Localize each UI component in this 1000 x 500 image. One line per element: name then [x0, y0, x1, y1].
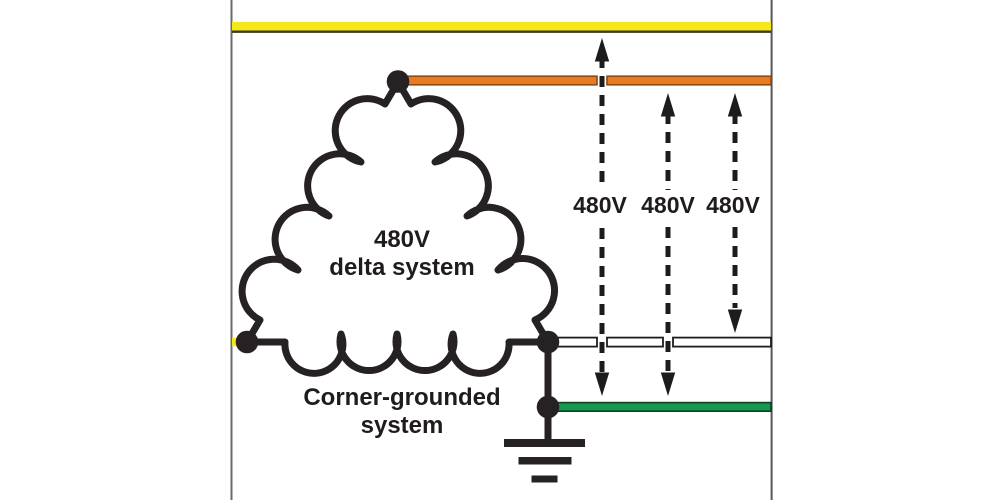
neutral-segment-3: [672, 336, 772, 348]
yellow-phase-underline: [232, 30, 771, 33]
corner-grounded-label-line1: Corner-grounded: [303, 384, 501, 411]
delta-system-label-line1: 480V: [373, 226, 431, 253]
arrowhead-down-3: [727, 309, 743, 333]
green-phase-line: [551, 401, 772, 413]
orange-phase-segment-left: [407, 75, 598, 86]
corner-grounded-label: Corner-grounded system: [282, 384, 522, 440]
voltage-label-3: 480V: [704, 190, 762, 220]
arrowhead-down-2: [660, 372, 676, 396]
orange-phase-line: [407, 75, 772, 86]
connection-nodes: [235, 70, 560, 419]
left-border: [230, 0, 233, 500]
arrowhead-up-3: [727, 93, 743, 117]
ground-bar-3: [531, 475, 558, 483]
arrowhead-up-2: [660, 93, 676, 117]
neutral-segment-2: [606, 336, 664, 348]
node-bottom-right: [536, 330, 560, 354]
orange-phase-segment-right: [606, 75, 772, 86]
node-ground-tap: [536, 395, 560, 419]
right-border: [770, 0, 773, 500]
ground-bar-2: [518, 457, 572, 465]
delta-system-label: 480V delta system: [302, 226, 502, 282]
voltage-arrowheads: [594, 38, 743, 396]
voltage-label-2: 480V: [639, 190, 697, 220]
delta-winding: [238, 78, 559, 377]
arrowhead-up-1: [594, 38, 610, 62]
node-apex: [386, 70, 410, 93]
ground-bar-1: [504, 439, 585, 447]
neutral-line: [551, 336, 772, 348]
arrowhead-down-1: [594, 372, 610, 396]
yellow-phase-line: [232, 22, 771, 31]
corner-grounded-label-line2: system: [360, 412, 444, 439]
delta-system-label-line2: delta system: [329, 254, 475, 281]
voltage-label-1: 480V: [571, 190, 629, 220]
node-bottom-left: [235, 330, 259, 354]
ground-icon: [504, 439, 585, 483]
